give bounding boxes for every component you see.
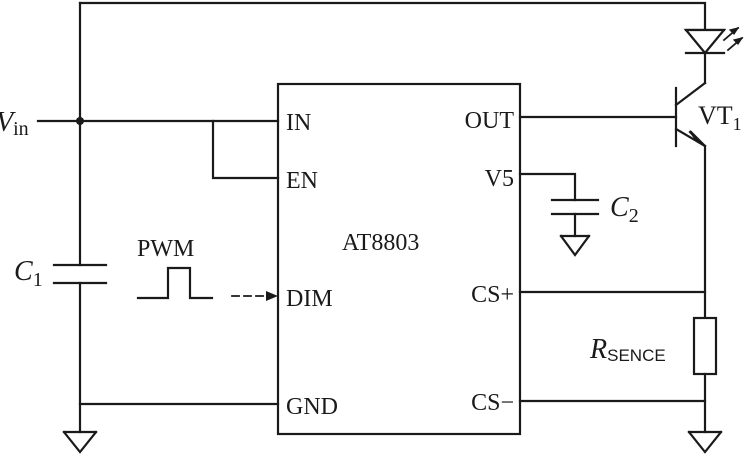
ic-body <box>276 82 522 436</box>
dim-arrowhead <box>266 291 278 301</box>
c1-capacitor <box>52 263 108 285</box>
vt1-transistor-icon <box>674 81 707 148</box>
pin-cs-plus-label: CS+ <box>471 282 514 308</box>
pin-dim-label: DIM <box>286 286 333 312</box>
c2-label: C2 <box>610 192 639 227</box>
chip-name-label: AT8803 <box>342 230 419 256</box>
en-tie-wire <box>211 119 280 180</box>
top-rail-wire <box>78 1 707 32</box>
pwm-waveform <box>136 266 214 300</box>
pin-gnd-label: GND <box>286 394 338 420</box>
c2-ground-icon <box>559 234 591 257</box>
rsense-label: RSENCE <box>589 334 666 365</box>
vt1-label: VT1 <box>698 101 742 134</box>
vin-junction-dot <box>76 117 84 125</box>
c2-capacitor <box>550 198 600 216</box>
right-ground-icon <box>687 430 723 454</box>
v5-wire <box>518 172 577 202</box>
pin-en-label: EN <box>286 168 318 194</box>
pin-v5-label: V5 <box>485 166 514 192</box>
pin-cs-minus-label: CS− <box>471 390 514 416</box>
pin-out-label: OUT <box>465 108 515 134</box>
left-ground-icon <box>62 430 98 454</box>
pwm-label: PWM <box>137 236 194 262</box>
c1-label: C1 <box>14 256 43 291</box>
vin-label: Vin <box>0 107 29 140</box>
led-icon <box>683 26 744 85</box>
pin-in-label: IN <box>286 110 311 136</box>
rsense-resistor <box>692 316 718 376</box>
